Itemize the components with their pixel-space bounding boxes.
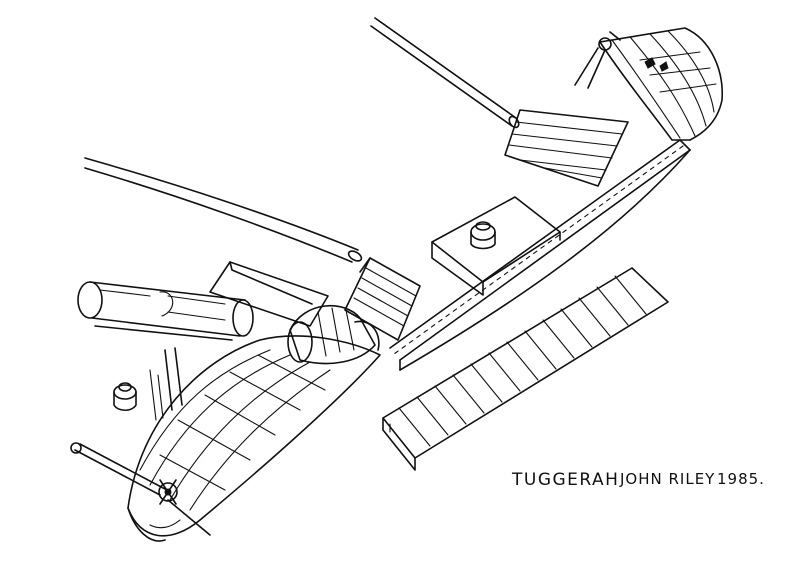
angled-plate bbox=[209, 261, 329, 327]
cylinder-tanks bbox=[77, 281, 254, 341]
pipe-top bbox=[370, 17, 520, 129]
hull-rail bbox=[389, 139, 691, 361]
ladder-grating bbox=[382, 267, 669, 471]
artist-signature: JOHN RILEY bbox=[620, 470, 716, 488]
drawing-title: TUGGERAH bbox=[512, 470, 620, 490]
deck-box bbox=[431, 196, 561, 296]
propeller-shaft bbox=[70, 442, 211, 536]
hull-plate bbox=[399, 149, 691, 371]
pipe-left bbox=[84, 157, 363, 263]
ladder-mid bbox=[344, 257, 421, 341]
stern-hull bbox=[127, 335, 381, 542]
engine-housing bbox=[287, 305, 380, 365]
stern-fittings bbox=[113, 347, 183, 421]
drawing-year: 1985. bbox=[717, 470, 765, 488]
deck-grate-top bbox=[504, 109, 629, 187]
bow-section bbox=[574, 27, 723, 141]
